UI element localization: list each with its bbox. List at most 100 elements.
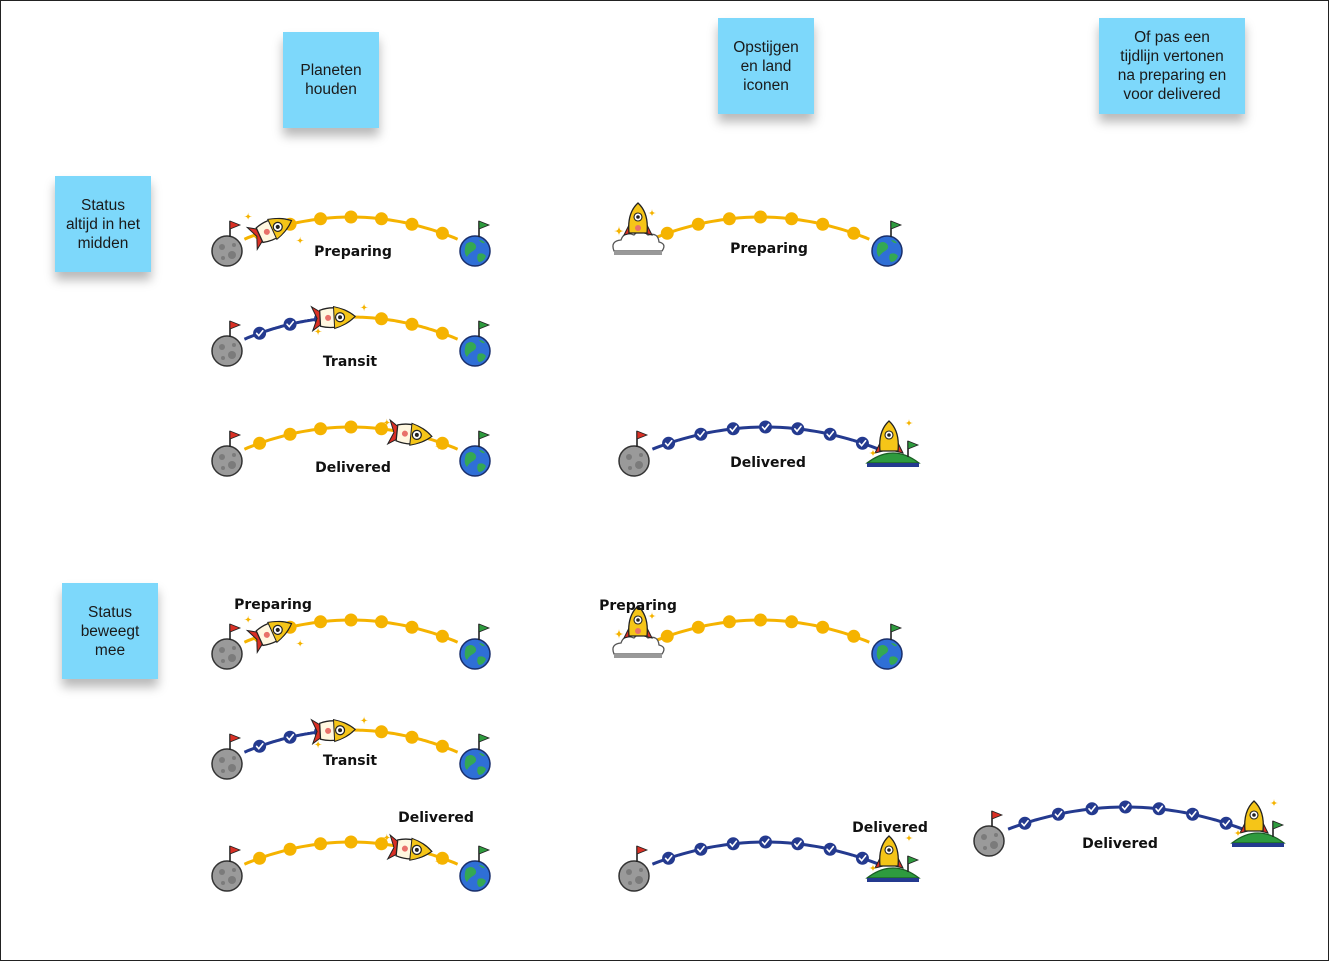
timeline-launch-preparing-moving: Preparing: [599, 598, 903, 670]
earth-icon: [459, 860, 491, 892]
progress-dot: [344, 210, 358, 224]
flag-icon: [636, 430, 649, 447]
note-launch-land: Opstijgen en land iconen: [718, 18, 814, 114]
progress-dot: [435, 629, 449, 643]
progress-dot: [344, 835, 358, 849]
check-mark: [255, 329, 264, 337]
progress-dot: [374, 212, 388, 226]
sparkle-icon: [314, 327, 323, 336]
earth-icon: [871, 235, 903, 267]
cloud-icon: [612, 633, 665, 658]
sparkle-icon: [360, 303, 369, 312]
sparkle-icon: [244, 615, 253, 624]
check-icon: [253, 739, 267, 753]
status-label: Delivered: [315, 460, 391, 476]
check-icon: [1152, 802, 1166, 816]
status-label: Preparing: [234, 597, 312, 613]
progress-dot: [253, 851, 267, 865]
progress-dot: [722, 615, 736, 629]
progress-dot: [314, 422, 328, 436]
check-icon: [759, 420, 772, 434]
rocket-icon: [874, 420, 904, 454]
progress-dot: [691, 620, 705, 634]
progress-dot: [435, 851, 449, 865]
timeline-planets-delivered-moving: Delivered: [211, 810, 491, 892]
progress-dot: [283, 842, 297, 856]
check-icon: [662, 851, 676, 865]
flag-icon: [907, 440, 920, 457]
check-icon: [1051, 807, 1065, 821]
progress-dot: [785, 212, 799, 226]
rocket-icon: [310, 718, 356, 746]
status-label: Delivered: [852, 820, 928, 836]
check-mark: [826, 845, 835, 853]
progress-dot: [314, 837, 328, 851]
timeline-planets-delivered: Delivered: [211, 418, 491, 477]
flag-icon: [229, 430, 242, 447]
progress-dot: [754, 613, 767, 627]
progress-dot: [344, 613, 358, 627]
note-status-moves: Status beweegt mee: [62, 583, 158, 679]
progress-dot: [691, 217, 705, 231]
sparkle-icon: [360, 716, 369, 725]
earth-icon: [459, 335, 491, 367]
progress-dot: [405, 317, 419, 331]
progress-dot: [816, 217, 830, 231]
progress-dot: [435, 436, 449, 450]
flag-icon: [229, 845, 242, 862]
earth-icon: [871, 638, 903, 670]
flag-icon: [229, 733, 242, 750]
progress-dot: [405, 620, 419, 634]
check-mark: [697, 430, 705, 438]
moon-icon: [211, 445, 243, 477]
note-status-middle: Status altijd in het midden: [55, 176, 151, 272]
progress-dot: [785, 615, 799, 629]
progress-dot: [374, 615, 388, 629]
progress-dot: [344, 420, 358, 434]
moon-icon: [211, 335, 243, 367]
timeline-launch-delivered-moving: Delivered: [618, 820, 928, 892]
sparkle-icon: [382, 833, 391, 842]
check-icon: [791, 837, 805, 851]
check-mark: [1054, 810, 1063, 818]
rocket-icon: [310, 305, 356, 333]
sparkle-icon: [434, 857, 443, 866]
sparkle-icon: [614, 629, 624, 639]
moon-icon: [211, 638, 243, 670]
progress-dot: [722, 212, 736, 226]
check-mark: [664, 854, 673, 862]
check-mark: [858, 854, 867, 862]
check-mark: [1155, 805, 1164, 813]
check-mark: [286, 733, 295, 741]
flag-icon: [478, 623, 491, 640]
rocket-icon: [1239, 800, 1269, 834]
check-mark: [664, 439, 673, 447]
check-icon: [823, 842, 837, 856]
sparkle-icon: [1234, 829, 1242, 837]
progress-dot: [374, 312, 388, 326]
check-icon: [1085, 802, 1099, 816]
rocket-icon: [245, 217, 293, 252]
check-icon: [726, 837, 740, 851]
progress-dot: [405, 217, 419, 231]
flag-icon: [478, 430, 491, 447]
progress-dot: [435, 739, 449, 753]
flag-icon: [478, 320, 491, 337]
sparkle-icon: [648, 209, 656, 217]
check-mark: [1121, 803, 1130, 811]
progress-dot: [374, 725, 388, 739]
check-mark: [1088, 805, 1096, 813]
sparkle-icon: [905, 419, 913, 427]
rocket-icon: [623, 605, 653, 639]
progress-dot: [754, 210, 767, 224]
timeline-planets-preparing: Preparing: [211, 210, 491, 267]
sparkle-icon: [382, 418, 391, 427]
flag-icon: [478, 733, 491, 750]
status-label: Transit: [323, 354, 377, 370]
check-icon: [253, 326, 267, 340]
status-label: Delivered: [398, 810, 474, 826]
progress-dot: [405, 730, 419, 744]
check-icon: [791, 422, 805, 436]
timeline-launch-delivered: Delivered: [618, 419, 921, 477]
flag-icon: [229, 320, 242, 337]
